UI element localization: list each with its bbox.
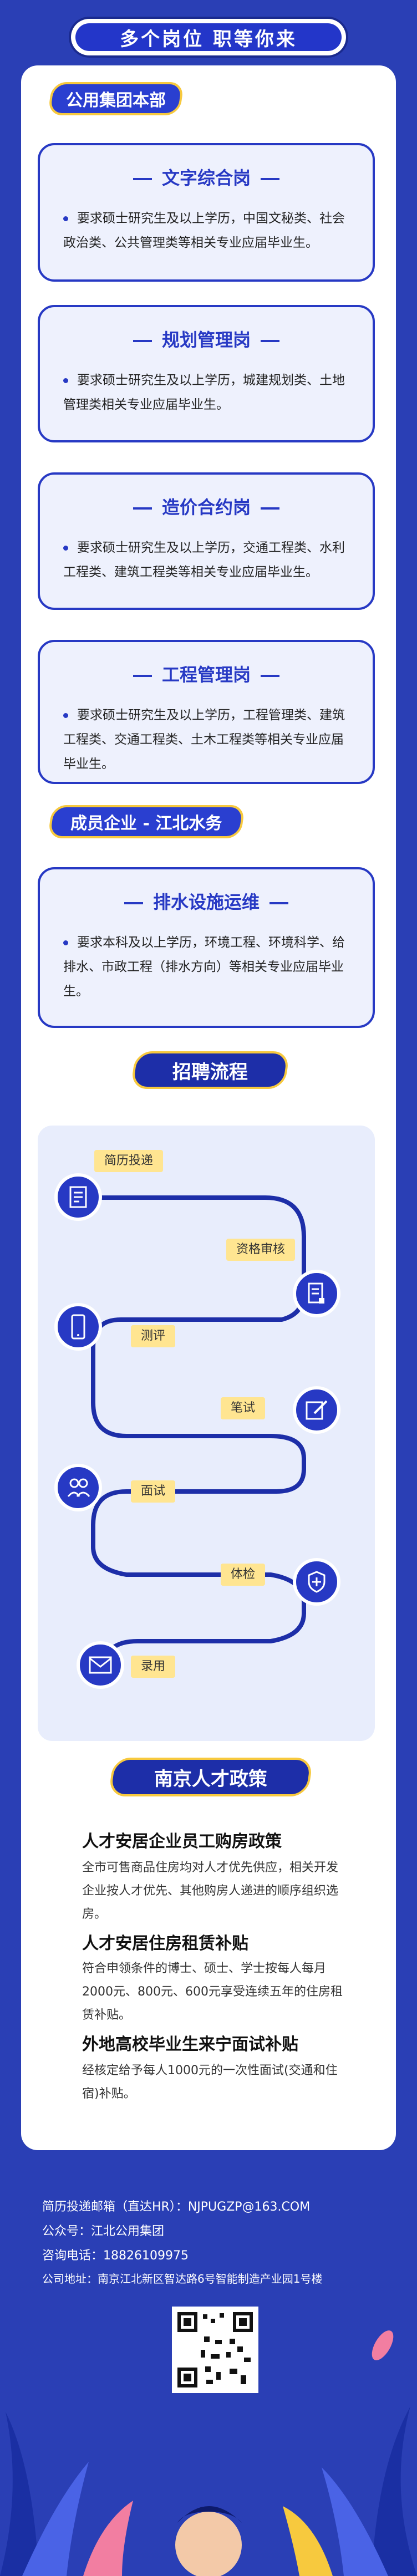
qr-code	[172, 2307, 258, 2393]
member-tag: 成员企业 - 江北水务	[47, 805, 246, 838]
footer-wechat: 公众号：江北公用集团	[42, 2224, 165, 2238]
job-desc: 要求硕士研究生及以上学历，交通工程类、水利工程类、建筑工程类等相关专业应届毕业生…	[63, 541, 345, 579]
job-title: 文字综合岗	[40, 164, 373, 190]
document-icon	[54, 1173, 102, 1221]
member-tag-label: 成员企业 - 江北水务	[70, 814, 222, 833]
job-card: 排水设施运维 要求本科及以上学历，环境工程、环境科学、给排水、市政工程（排水方向…	[38, 867, 375, 1028]
mail-icon	[77, 1641, 124, 1689]
job-desc: 要求硕士研究生及以上学历，城建规划类、土地管理类相关专业应届毕业生。	[63, 373, 345, 412]
step-label: 笔试	[221, 1397, 266, 1419]
job-desc: 要求本科及以上学历，环境工程、环境科学、给排水、市政工程（排水方向）等相关专业应…	[63, 935, 345, 999]
job-desc: 要求硕士研究生及以上学历，中国文秘类、社会政治类、公共管理类等相关专业应届毕业生…	[63, 211, 345, 250]
policy-text: 全市可售商品住房均对人才优先供应，相关开发企业按人才优先、其他购房人递进的顺序组…	[82, 1861, 339, 1921]
step-label: 体检	[221, 1564, 266, 1586]
job-desc: 要求硕士研究生及以上学历，工程管理类、建筑工程类、交通工程类、土木工程类等相关专…	[63, 708, 345, 771]
policy-text: 经核定给予每人1000元的一次性面试(交通和住宿)补贴。	[82, 2064, 338, 2101]
policy-title: 外地高校毕业生来宁面试补贴	[82, 2035, 298, 2054]
step-label: 资格审核	[226, 1239, 296, 1261]
step-label: 录用	[131, 1656, 176, 1678]
policy-title: 人才安居企业员工购房政策	[82, 1832, 282, 1851]
banner-title: 多个岗位 职等你来	[75, 23, 342, 51]
interview-icon	[54, 1464, 102, 1511]
policy-tag: 南京人才政策	[108, 1758, 313, 1796]
step-label: 测评	[131, 1325, 176, 1347]
hq-tag-label: 公用集团本部	[66, 91, 166, 110]
job-card: 工程管理岗 要求硕士研究生及以上学历，工程管理类、建筑工程类、交通工程类、土木工…	[38, 640, 375, 784]
step-label: 面试	[131, 1480, 176, 1503]
decorative-foliage	[0, 2330, 417, 2576]
process-tag-label: 招聘流程	[172, 1061, 248, 1083]
job-card: 规划管理岗 要求硕士研究生及以上学历，城建规划类、土地管理类相关专业应届毕业生。	[38, 305, 375, 442]
job-title: 规划管理岗	[40, 326, 373, 352]
footer-address: 公司地址：南京江北新区智达路6号智能制造产业园1号楼	[42, 2272, 323, 2285]
job-card: 文字综合岗 要求硕士研究生及以上学历，中国文秘类、社会政治类、公共管理类等相关专…	[38, 143, 375, 282]
policy-title: 人才安居住房租赁补贴	[82, 1934, 248, 1953]
phone-icon	[54, 1303, 102, 1351]
step-label: 简历投递	[94, 1150, 164, 1172]
footer-email: 简历投递邮箱（直达HR）：NJPUGZP@163.COM	[42, 2200, 311, 2214]
job-card: 造价合约岗 要求硕士研究生及以上学历，交通工程类、水利工程类、建筑工程类等相关专…	[38, 472, 375, 610]
policy-text: 符合申领条件的博士、硕士、学士按每人每月2000元、800元、600元享受连续五…	[82, 1962, 343, 2022]
health-shield-icon	[293, 1558, 340, 1606]
hq-tag: 公用集团本部	[47, 82, 185, 115]
checklist-icon	[293, 1270, 340, 1317]
footer-phone: 咨询电话：18826109975	[42, 2249, 189, 2263]
policy-tag-label: 南京人才政策	[154, 1768, 267, 1790]
process-box: 简历投递 资格审核 测评 笔试 面试 体检 录用	[38, 1126, 375, 1741]
job-title: 工程管理岗	[40, 661, 373, 686]
process-tag: 招聘流程	[130, 1051, 290, 1089]
job-title: 排水设施运维	[40, 888, 373, 914]
edit-icon	[293, 1386, 340, 1434]
top-banner: 多个岗位 职等你来	[71, 19, 346, 55]
job-title: 造价合约岗	[40, 493, 373, 519]
